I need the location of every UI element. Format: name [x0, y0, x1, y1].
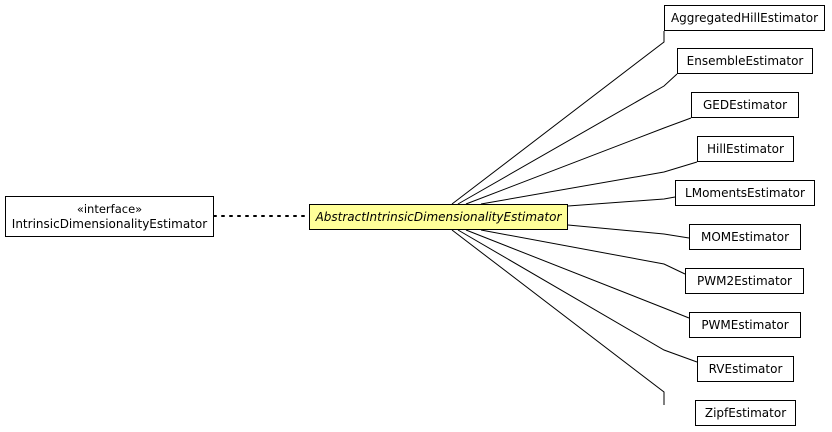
abstract-class-node[interactable]: AbstractIntrinsicDimensionalityEstimator: [309, 204, 568, 230]
generalization-edge-10: [451, 229, 665, 405]
subclass-label: ZipfEstimator: [704, 406, 787, 420]
subclass-node-ensemble-estimator[interactable]: EnsembleEstimator: [677, 48, 813, 74]
subclass-label: EnsembleEstimator: [686, 54, 804, 68]
generalization-edge-2: [457, 73, 678, 205]
subclass-label: GEDEstimator: [702, 98, 788, 112]
subclass-label: PWM2Estimator: [697, 274, 792, 288]
subclass-node-mom-estimator[interactable]: MOMEstimator: [689, 224, 801, 250]
subclass-node-pwm2-estimator[interactable]: PWM2Estimator: [685, 268, 804, 294]
interface-node[interactable]: «interface» IntrinsicDimensionalityEstim…: [5, 196, 214, 237]
subclass-label: MOMEstimator: [700, 230, 790, 244]
subclass-node-pwm-estimator[interactable]: PWMEstimator: [689, 312, 801, 338]
subclass-node-lmoments-estimator[interactable]: LMomentsEstimator: [675, 180, 815, 206]
subclass-label: PWMEstimator: [701, 318, 789, 332]
subclass-node-ged-estimator[interactable]: GEDEstimator: [691, 92, 799, 118]
generalization-edge-4: [480, 161, 698, 205]
subclass-node-zipf-estimator[interactable]: ZipfEstimator: [695, 400, 796, 426]
generalization-edge-7: [480, 229, 686, 275]
generalization-edge-1: [451, 31, 665, 205]
abstract-class-name: AbstractIntrinsicDimensionalityEstimator: [315, 210, 562, 224]
generalization-edge-6: [567, 224, 690, 239]
generalization-edge-9: [457, 229, 698, 363]
generalization-edge-5: [567, 196, 676, 207]
generalization-edge-8: [465, 229, 690, 319]
subclass-node-hill-estimator[interactable]: HillEstimator: [697, 136, 794, 162]
generalization-edge-3: [465, 117, 692, 205]
subclass-label: HillEstimator: [707, 142, 784, 156]
interface-name: IntrinsicDimensionalityEstimator: [11, 216, 208, 231]
subclass-node-aggregated-hill-estimator[interactable]: AggregatedHillEstimator: [664, 5, 825, 31]
interface-stereotype: «interface»: [76, 201, 143, 216]
subclass-label: LMomentsEstimator: [685, 186, 805, 200]
subclass-label: AggregatedHillEstimator: [670, 11, 819, 25]
subclass-label: RVEstimator: [708, 362, 783, 376]
subclass-node-rv-estimator[interactable]: RVEstimator: [697, 356, 794, 382]
